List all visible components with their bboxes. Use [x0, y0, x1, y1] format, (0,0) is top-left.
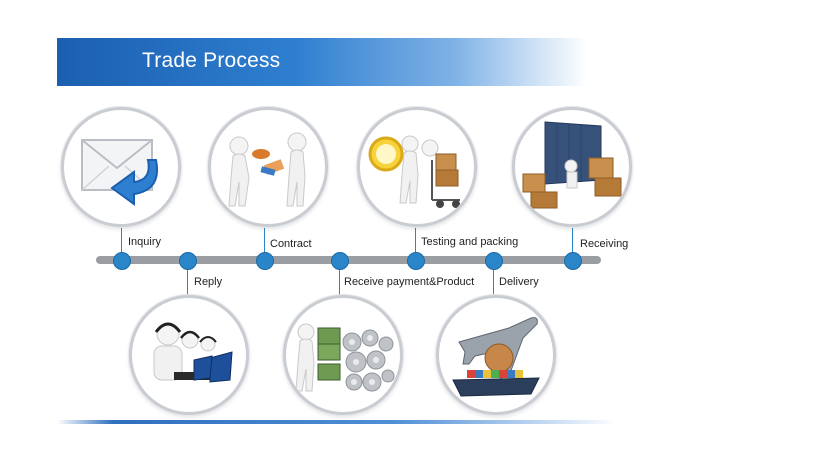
step-label-receiving: Receiving	[580, 238, 629, 250]
stem-inquiry	[121, 225, 122, 254]
step-image-delivery	[436, 295, 556, 415]
header-banner: Trade Process	[57, 38, 587, 86]
plane-ship-icon	[452, 317, 540, 397]
timeline-dot-payment	[331, 252, 349, 270]
step-label-testing: Testing and packing	[421, 236, 519, 248]
timeline-dot-reply	[179, 252, 197, 270]
step-image-testing	[357, 107, 477, 227]
stem-testing	[415, 225, 416, 254]
package-testing-icon	[368, 135, 460, 208]
handshake-contract-icon	[228, 132, 307, 207]
step-label-inquiry: Inquiry	[128, 236, 162, 248]
step-label-delivery: Delivery	[499, 276, 539, 288]
step-image-inquiry	[61, 107, 181, 227]
stem-payment	[339, 266, 340, 296]
page-title: Trade Process	[142, 49, 281, 72]
timeline-dot-inquiry	[113, 252, 131, 270]
step-label-reply: Reply	[194, 276, 223, 288]
step-image-payment	[283, 295, 403, 415]
step-image-reply	[129, 295, 249, 415]
step-image-receiving	[512, 107, 632, 227]
stem-delivery	[493, 266, 494, 296]
envelope-arrow-icon	[81, 139, 158, 206]
timeline-dot-receiving	[564, 252, 582, 270]
timeline-dot-contract	[256, 252, 274, 270]
step-label-contract: Contract	[270, 238, 312, 250]
money-gears-icon	[295, 323, 395, 392]
stem-reply	[187, 266, 188, 296]
step-image-contract	[208, 107, 328, 227]
container-boxes-icon	[522, 121, 622, 209]
footer-rule	[57, 420, 617, 424]
stem-contract	[264, 228, 265, 254]
timeline-dot-testing	[407, 252, 425, 270]
step-label-payment: Receive payment&Product	[344, 276, 475, 288]
timeline-dot-delivery	[485, 252, 503, 270]
stem-receiving	[572, 228, 573, 254]
call-center-icon	[153, 322, 233, 383]
